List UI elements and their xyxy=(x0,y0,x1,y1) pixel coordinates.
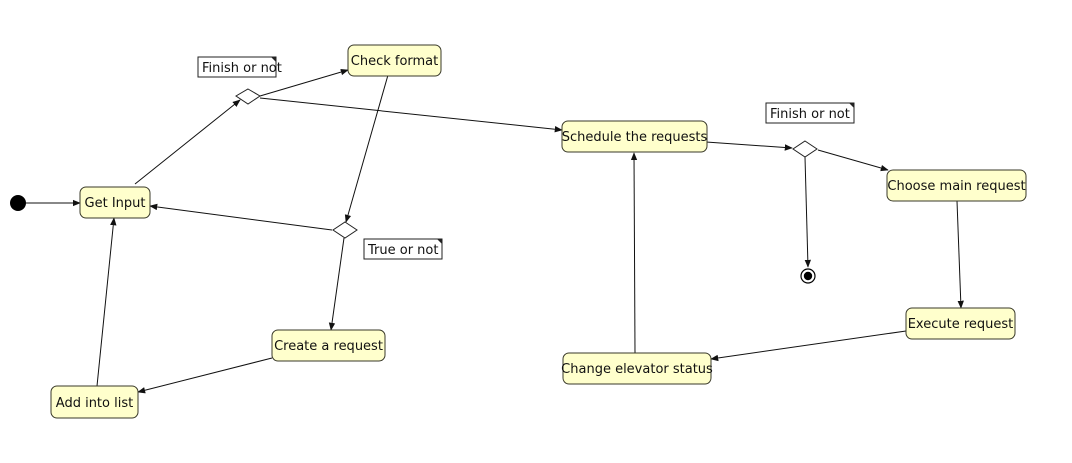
node-change-elevator-status: Change elevator status xyxy=(561,352,713,385)
edge-decision-1-to-check-format xyxy=(259,68,349,97)
edges xyxy=(26,68,964,394)
edge-decision-2-to-create-request xyxy=(328,237,345,331)
note-true-or-not-label: True or not xyxy=(367,243,438,258)
node-change-elevator-status-label: Change elevator status xyxy=(561,362,713,377)
edge-get-input-to-decision-1 xyxy=(134,99,241,185)
edge-decision-2-to-get-input xyxy=(149,203,333,231)
edge-check-format-to-decision-2 xyxy=(344,74,389,223)
node-execute-request-label: Execute request xyxy=(908,317,1014,332)
note-finish-or-not-1: Finish or not xyxy=(197,56,282,78)
node-schedule-requests: Schedule the requests xyxy=(561,120,708,153)
decision-diamond-1 xyxy=(235,88,261,105)
node-schedule-requests-label: Schedule the requests xyxy=(562,130,708,145)
edge-decision-3-to-final xyxy=(804,156,812,268)
edge-change-status-to-schedule xyxy=(630,152,638,354)
edge-create-request-to-add-list xyxy=(137,357,273,394)
edge-choose-main-to-execute xyxy=(956,200,964,309)
node-choose-main-request-label: Choose main request xyxy=(887,179,1025,194)
note-true-or-not: True or not xyxy=(363,238,443,260)
node-get-input: Get Input xyxy=(79,186,151,219)
node-check-format: Check format xyxy=(347,44,442,77)
node-create-request-label: Create a request xyxy=(274,339,383,354)
edge-decision-3-to-choose-main xyxy=(817,149,889,172)
node-add-into-list-label: Add into list xyxy=(56,396,133,411)
edge-schedule-to-decision-3 xyxy=(705,141,793,151)
final-node xyxy=(800,268,816,284)
edge-execute-to-change-status xyxy=(710,330,907,362)
initial-node xyxy=(10,195,26,211)
node-execute-request: Execute request xyxy=(905,307,1016,340)
note-finish-or-not-1-label: Finish or not xyxy=(202,61,282,76)
node-choose-main-request: Choose main request xyxy=(886,169,1027,202)
node-create-request: Create a request xyxy=(271,329,386,362)
node-add-into-list: Add into list xyxy=(50,385,139,419)
edge-decision-1-to-schedule xyxy=(259,97,563,133)
decision-diamond-3 xyxy=(792,140,818,158)
node-check-format-label: Check format xyxy=(351,54,439,69)
note-finish-or-not-2-label: Finish or not xyxy=(770,107,850,122)
note-finish-or-not-2: Finish or not xyxy=(765,102,855,124)
node-get-input-label: Get Input xyxy=(85,196,146,211)
edge-add-list-to-get-input xyxy=(96,217,117,387)
decision-diamond-2 xyxy=(332,221,358,239)
